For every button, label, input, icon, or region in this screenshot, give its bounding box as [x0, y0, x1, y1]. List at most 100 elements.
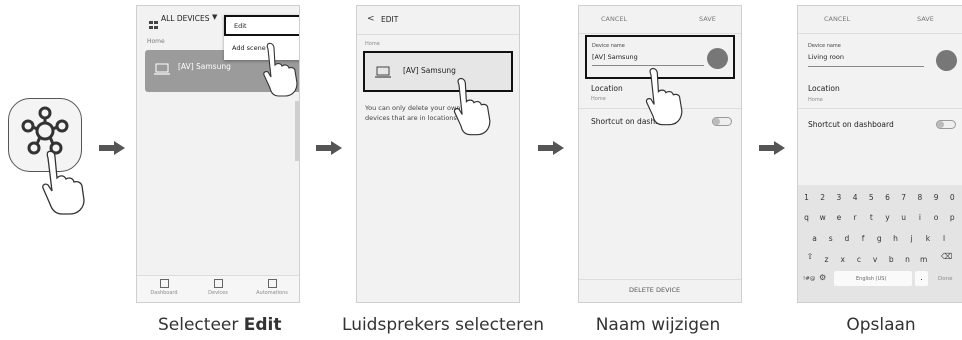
grid-icon [149, 14, 158, 29]
arrow-right-icon [99, 141, 125, 155]
key-w[interactable]: w [819, 213, 826, 222]
space-bar[interactable]: English (US) [834, 271, 912, 286]
device-name-input[interactable]: [AV] Samsung [592, 53, 638, 61]
key-2[interactable]: 2 [820, 193, 826, 202]
device-color-icon[interactable] [936, 50, 957, 71]
key-9[interactable]: 9 [933, 193, 939, 202]
key-8[interactable]: 8 [917, 193, 923, 202]
caption-step1-prefix: Selecteer [158, 315, 239, 335]
key-i[interactable]: i [918, 213, 921, 222]
laptop-icon [375, 66, 391, 78]
edit-title: EDIT [381, 15, 399, 24]
key-l[interactable]: l [943, 234, 946, 243]
key-m[interactable]: m [920, 255, 928, 264]
key-6[interactable]: 6 [885, 193, 890, 202]
key-z[interactable]: z [824, 255, 829, 264]
key-s[interactable]: s [828, 234, 833, 243]
key-j[interactable]: j [910, 234, 913, 243]
key-o[interactable]: o [933, 213, 939, 222]
done-key[interactable]: Done [938, 276, 953, 282]
nav-automations[interactable]: Automations [245, 279, 299, 296]
caption-step3: Naam wijzigen [595, 315, 721, 335]
tap-hand-icon [263, 42, 298, 97]
location-label: Location [591, 84, 623, 93]
key-r[interactable]: r [853, 213, 857, 222]
nav-devices[interactable]: Devices [191, 279, 245, 296]
shortcut-label: Shortcut on dashboard [808, 120, 894, 129]
key-y[interactable]: y [885, 213, 890, 222]
phone-screen-devices: ALL DEVICES ▼ Home [AV] Samsung Edit Add… [136, 5, 300, 303]
period-key[interactable]: . [915, 271, 928, 286]
context-menu: Edit Add scene [224, 15, 299, 60]
location-label: Home [147, 38, 165, 45]
location-label: Location [808, 84, 840, 93]
device-color-icon[interactable] [707, 48, 728, 69]
key-f[interactable]: f [861, 234, 865, 243]
key-e[interactable]: e [836, 213, 842, 222]
arrow-right-icon [759, 141, 785, 155]
devices-icon [213, 279, 223, 288]
caption-step1-bold: Edit [243, 315, 282, 335]
shortcut-toggle[interactable] [936, 120, 956, 129]
caption-step4: Opslaan [846, 315, 916, 335]
key-a[interactable]: a [812, 234, 817, 243]
key-p[interactable]: p [949, 213, 955, 222]
caption-step1: Selecteer Edit [158, 315, 282, 335]
key-q[interactable]: q [804, 213, 809, 222]
phone-screen-rename: CANCEL SAVE Device name [AV] Samsung Loc… [578, 5, 742, 303]
nav-dashboard[interactable]: Dashboard [137, 279, 191, 296]
device-name-input[interactable]: Living roon [808, 53, 844, 61]
key-x[interactable]: x [840, 255, 845, 264]
key-g[interactable]: g [876, 234, 882, 243]
menu-item-edit[interactable]: Edit [224, 15, 299, 36]
key-v[interactable]: v [872, 255, 878, 264]
arrow-right-icon [316, 141, 342, 155]
nav-automations-label: Automations [256, 290, 288, 296]
shortcut-toggle[interactable] [712, 117, 732, 126]
caption-step2: Luidsprekers selecteren [342, 315, 544, 335]
menu-item-add-scene[interactable]: Add scene [232, 44, 266, 52]
device-name-label: Device name [592, 43, 625, 49]
key-n[interactable]: n [905, 255, 910, 264]
dashboard-icon [159, 279, 169, 288]
key-4[interactable]: 4 [852, 193, 858, 202]
settings-gear-icon[interactable]: ⚙ [819, 273, 827, 282]
key-t[interactable]: t [869, 213, 873, 222]
menu-item-edit-label: Edit [234, 22, 247, 30]
backspace-icon[interactable]: ⌫ [941, 252, 953, 261]
cancel-button[interactable]: CANCEL [824, 15, 851, 23]
key-1[interactable]: 1 [804, 193, 809, 202]
back-icon[interactable]: < [367, 14, 375, 24]
devices-dropdown[interactable]: ALL DEVICES [161, 14, 210, 23]
cancel-button[interactable]: CANCEL [601, 15, 628, 23]
tap-hand-icon [42, 150, 85, 215]
symbols-key[interactable]: !#@ [803, 276, 816, 282]
location-value[interactable]: Home [591, 96, 606, 102]
shortcut-label: Shortcut on dashboard [591, 117, 677, 126]
space-bar-language: English (US) [856, 276, 887, 282]
tap-hand-icon [453, 77, 491, 136]
device-row-selected[interactable]: [AV] Samsung [363, 51, 513, 92]
save-button[interactable]: SAVE [699, 15, 716, 23]
phone-screen-edit: < EDIT Home [AV] Samsung You can only de… [356, 5, 520, 303]
key-d[interactable]: d [844, 234, 850, 243]
info-text: You can only delete your own devices tha… [365, 104, 482, 122]
key-0[interactable]: 0 [949, 193, 955, 202]
shift-icon[interactable]: ⇧ [806, 252, 814, 261]
key-3[interactable]: 3 [836, 193, 842, 202]
key-h[interactable]: h [893, 234, 898, 243]
smartthings-app-icon[interactable] [8, 98, 82, 172]
key-b[interactable]: b [888, 255, 894, 264]
key-5[interactable]: 5 [868, 193, 874, 202]
location-label: Home [365, 41, 380, 47]
bottom-nav: Dashboard Devices Automations [137, 275, 299, 302]
key-u[interactable]: u [901, 213, 907, 222]
arrow-right-icon [538, 141, 564, 155]
key-c[interactable]: c [856, 255, 861, 264]
delete-device-button[interactable]: DELETE DEVICE [629, 286, 681, 294]
key-k[interactable]: k [925, 234, 931, 243]
scrollbar[interactable] [295, 101, 299, 161]
location-value[interactable]: Home [808, 97, 823, 103]
save-button[interactable]: SAVE [917, 15, 934, 23]
key-7[interactable]: 7 [901, 193, 907, 202]
